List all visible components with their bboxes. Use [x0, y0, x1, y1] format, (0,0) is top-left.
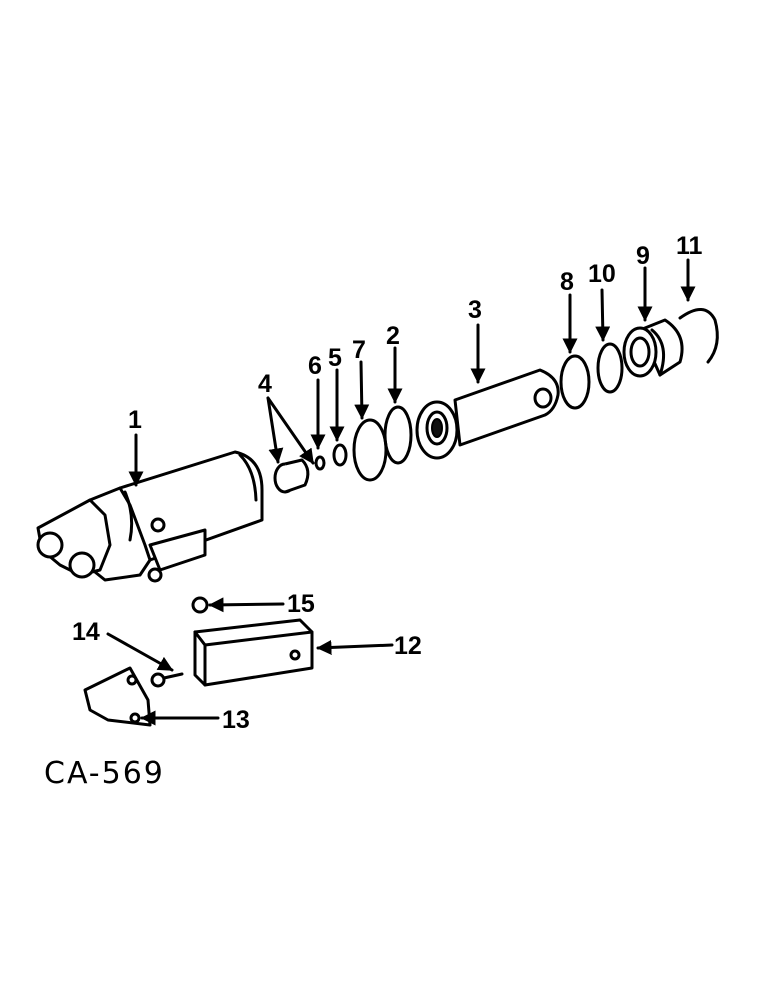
part-3-piston-rod: [415, 368, 560, 460]
arrow-10: [595, 288, 611, 342]
callout-4: 4: [258, 370, 272, 398]
part-14-bolt: [150, 672, 184, 688]
part-11-snap-ring: [678, 308, 719, 364]
part-6-ring: [314, 455, 326, 471]
callout-11: 11: [676, 232, 703, 260]
callout-13: 13: [222, 706, 250, 734]
callout-1: 1: [128, 406, 142, 434]
leader-arrows: [106, 258, 696, 726]
callout-3: 3: [468, 296, 482, 324]
part-5-oring: [332, 443, 348, 467]
callout-8: 8: [560, 268, 574, 296]
arrow-7: [354, 360, 370, 420]
callout-2: 2: [386, 322, 400, 350]
callout-7: 7: [352, 336, 366, 364]
callout-14: 14: [72, 618, 100, 646]
part-1-cylinder-body: [36, 450, 264, 583]
part-13-bracket: [83, 666, 152, 727]
arrow-15: [208, 597, 285, 613]
callout-12: 12: [394, 632, 422, 660]
arrow-12: [316, 639, 394, 655]
callout-5: 5: [328, 344, 342, 372]
callout-6: 6: [308, 352, 322, 380]
part-7-oring: [352, 418, 388, 482]
arrow-14: [106, 632, 174, 672]
part-2-oring: [383, 405, 413, 465]
part-4-plug: [273, 458, 310, 494]
part-12-bar: [193, 618, 314, 687]
arrow-4a: [266, 396, 284, 464]
arrow-4b: [266, 396, 315, 465]
part-8-oring: [559, 354, 591, 410]
callout-10: 10: [588, 260, 616, 288]
callout-15: 15: [287, 590, 315, 618]
figure-code: CA-569: [44, 756, 165, 791]
part-15-ring: [191, 596, 209, 614]
callout-9: 9: [636, 242, 650, 270]
part-10-oring: [596, 342, 624, 394]
part-9-gland: [622, 318, 684, 378]
